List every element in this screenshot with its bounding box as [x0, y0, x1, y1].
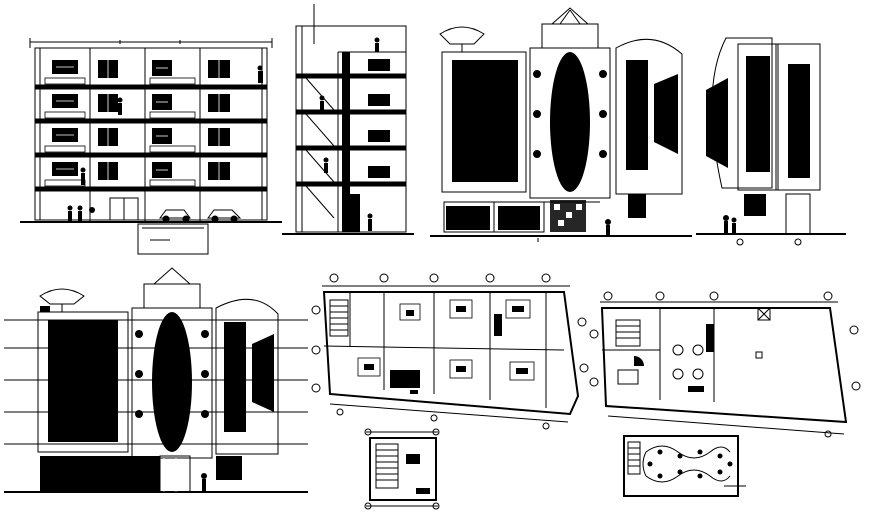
- section: [282, 4, 414, 235]
- ground-floor-plan: [589, 291, 861, 438]
- rear-elevation: [696, 37, 846, 246]
- typical-floor-plan: [311, 273, 589, 430]
- side-elevation: [430, 7, 692, 242]
- lighting-plan: [623, 435, 746, 497]
- stair-detail-plan: [364, 428, 440, 510]
- elevation-lower: [4, 267, 308, 493]
- front-elevation: [20, 38, 282, 255]
